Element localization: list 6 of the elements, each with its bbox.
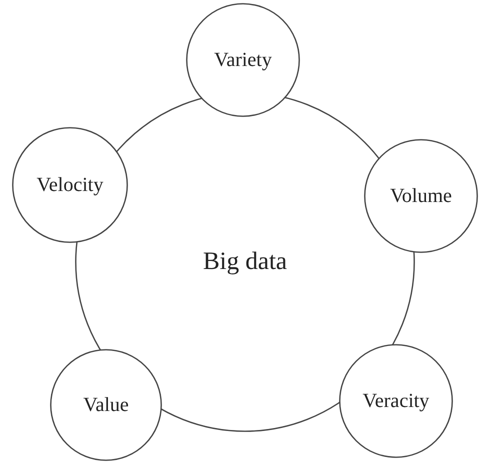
circle-label: Volume: [390, 184, 452, 208]
circle-label: Variety: [214, 48, 272, 72]
circle-label: Veracity: [362, 390, 430, 412]
circle-label: Velocity: [36, 174, 104, 196]
circle-label: Value: [83, 394, 129, 416]
circle-label: Big data: [202, 248, 287, 276]
